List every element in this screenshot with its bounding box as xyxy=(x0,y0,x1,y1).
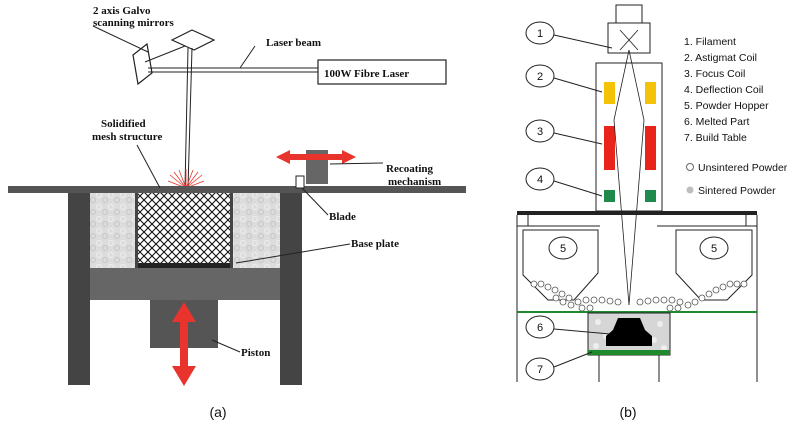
callout-circle-5-right xyxy=(699,236,729,260)
focus-coil-left xyxy=(604,126,615,170)
callout-circle-5-left xyxy=(548,236,578,260)
galvo-mirror-2 xyxy=(170,29,216,51)
deflection-coil-left xyxy=(604,190,615,202)
legend-item-7: 7. Build Table xyxy=(684,132,747,144)
callout-circle-4 xyxy=(525,167,555,191)
callout-5-right: 5 xyxy=(711,243,717,255)
build-table xyxy=(588,350,670,355)
galvo-label-line1: 2 axis Galvo xyxy=(93,5,151,17)
panel-a: 2 axis Galvo scanning mirrors Laser beam… xyxy=(8,5,466,420)
callout-circle-7 xyxy=(525,357,555,381)
blade-label: Blade xyxy=(329,211,356,223)
filament-housing xyxy=(607,22,651,54)
legend-item-6: 6. Melted Part xyxy=(684,116,749,128)
legend-item-2: 2. Astigmat Coil xyxy=(684,52,757,64)
callout-1: 1 xyxy=(537,28,543,40)
build-level-line xyxy=(517,311,757,313)
left-wall xyxy=(68,193,90,385)
deflection-coil-right xyxy=(645,190,656,202)
callout-3: 3 xyxy=(537,126,543,138)
fibre-laser-box xyxy=(317,59,447,85)
callout-7: 7 xyxy=(537,364,543,376)
unsintered-powder-icon xyxy=(686,163,694,171)
panel-b: 1 2 3 4 5 5 6 7 1. Filament 2. Astigmat … xyxy=(516,4,788,420)
legend-item-3: 3. Focus Coil xyxy=(684,68,745,80)
sintered-powder-icon xyxy=(686,186,694,194)
callout-2: 2 xyxy=(537,71,543,83)
callout-circle-6 xyxy=(525,315,555,339)
caption-b: (b) xyxy=(619,404,636,420)
astigmat-coil-left xyxy=(604,82,615,104)
callout-circle-2 xyxy=(525,64,555,88)
sintered-powder-label: Sintered Powder xyxy=(698,185,776,197)
callout-6: 6 xyxy=(537,322,543,334)
laser-sparks xyxy=(167,169,205,189)
recoating-arrow xyxy=(276,150,356,164)
melted-part xyxy=(606,318,652,346)
galvo-mirror-1 xyxy=(132,42,153,86)
filament-cap xyxy=(615,4,643,24)
callout-4: 4 xyxy=(537,174,543,186)
base-plate-label: Base plate xyxy=(351,238,399,250)
caption-a: (a) xyxy=(209,404,226,420)
focus-coil-right xyxy=(645,126,656,170)
solidified-label-line1: Solidified xyxy=(101,118,146,130)
top-plate xyxy=(8,186,466,193)
piston-label: Piston xyxy=(241,347,270,359)
powder-right xyxy=(233,193,280,268)
legend-item-1: 1. Filament xyxy=(684,36,736,48)
recoating-label-line2: mechanism xyxy=(388,176,441,188)
powder-left xyxy=(90,193,135,268)
recoating-label-line1: Recoating xyxy=(386,163,434,175)
right-wall xyxy=(280,193,302,385)
astigmat-coil-right xyxy=(645,82,656,104)
callout-circle-3 xyxy=(525,119,555,143)
legend-item-4: 4. Deflection Coil xyxy=(684,84,763,96)
piston-arrow xyxy=(172,302,196,386)
fibre-laser-label: 100W Fibre Laser xyxy=(324,68,409,80)
base-plate xyxy=(138,263,230,268)
unsintered-powder-label: Unsintered Powder xyxy=(698,162,788,174)
laser-beam-label: Laser beam xyxy=(266,37,321,49)
unsintered-powder xyxy=(530,280,748,312)
callout-5-left: 5 xyxy=(560,243,566,255)
build-platform xyxy=(90,268,280,300)
blade xyxy=(295,175,305,189)
callout-circle-1 xyxy=(525,21,555,45)
solidified-label-line2: mesh structure xyxy=(92,131,162,143)
galvo-label-line2: scanning mirrors xyxy=(93,17,174,29)
legend-item-5: 5. Powder Hopper xyxy=(684,100,769,112)
